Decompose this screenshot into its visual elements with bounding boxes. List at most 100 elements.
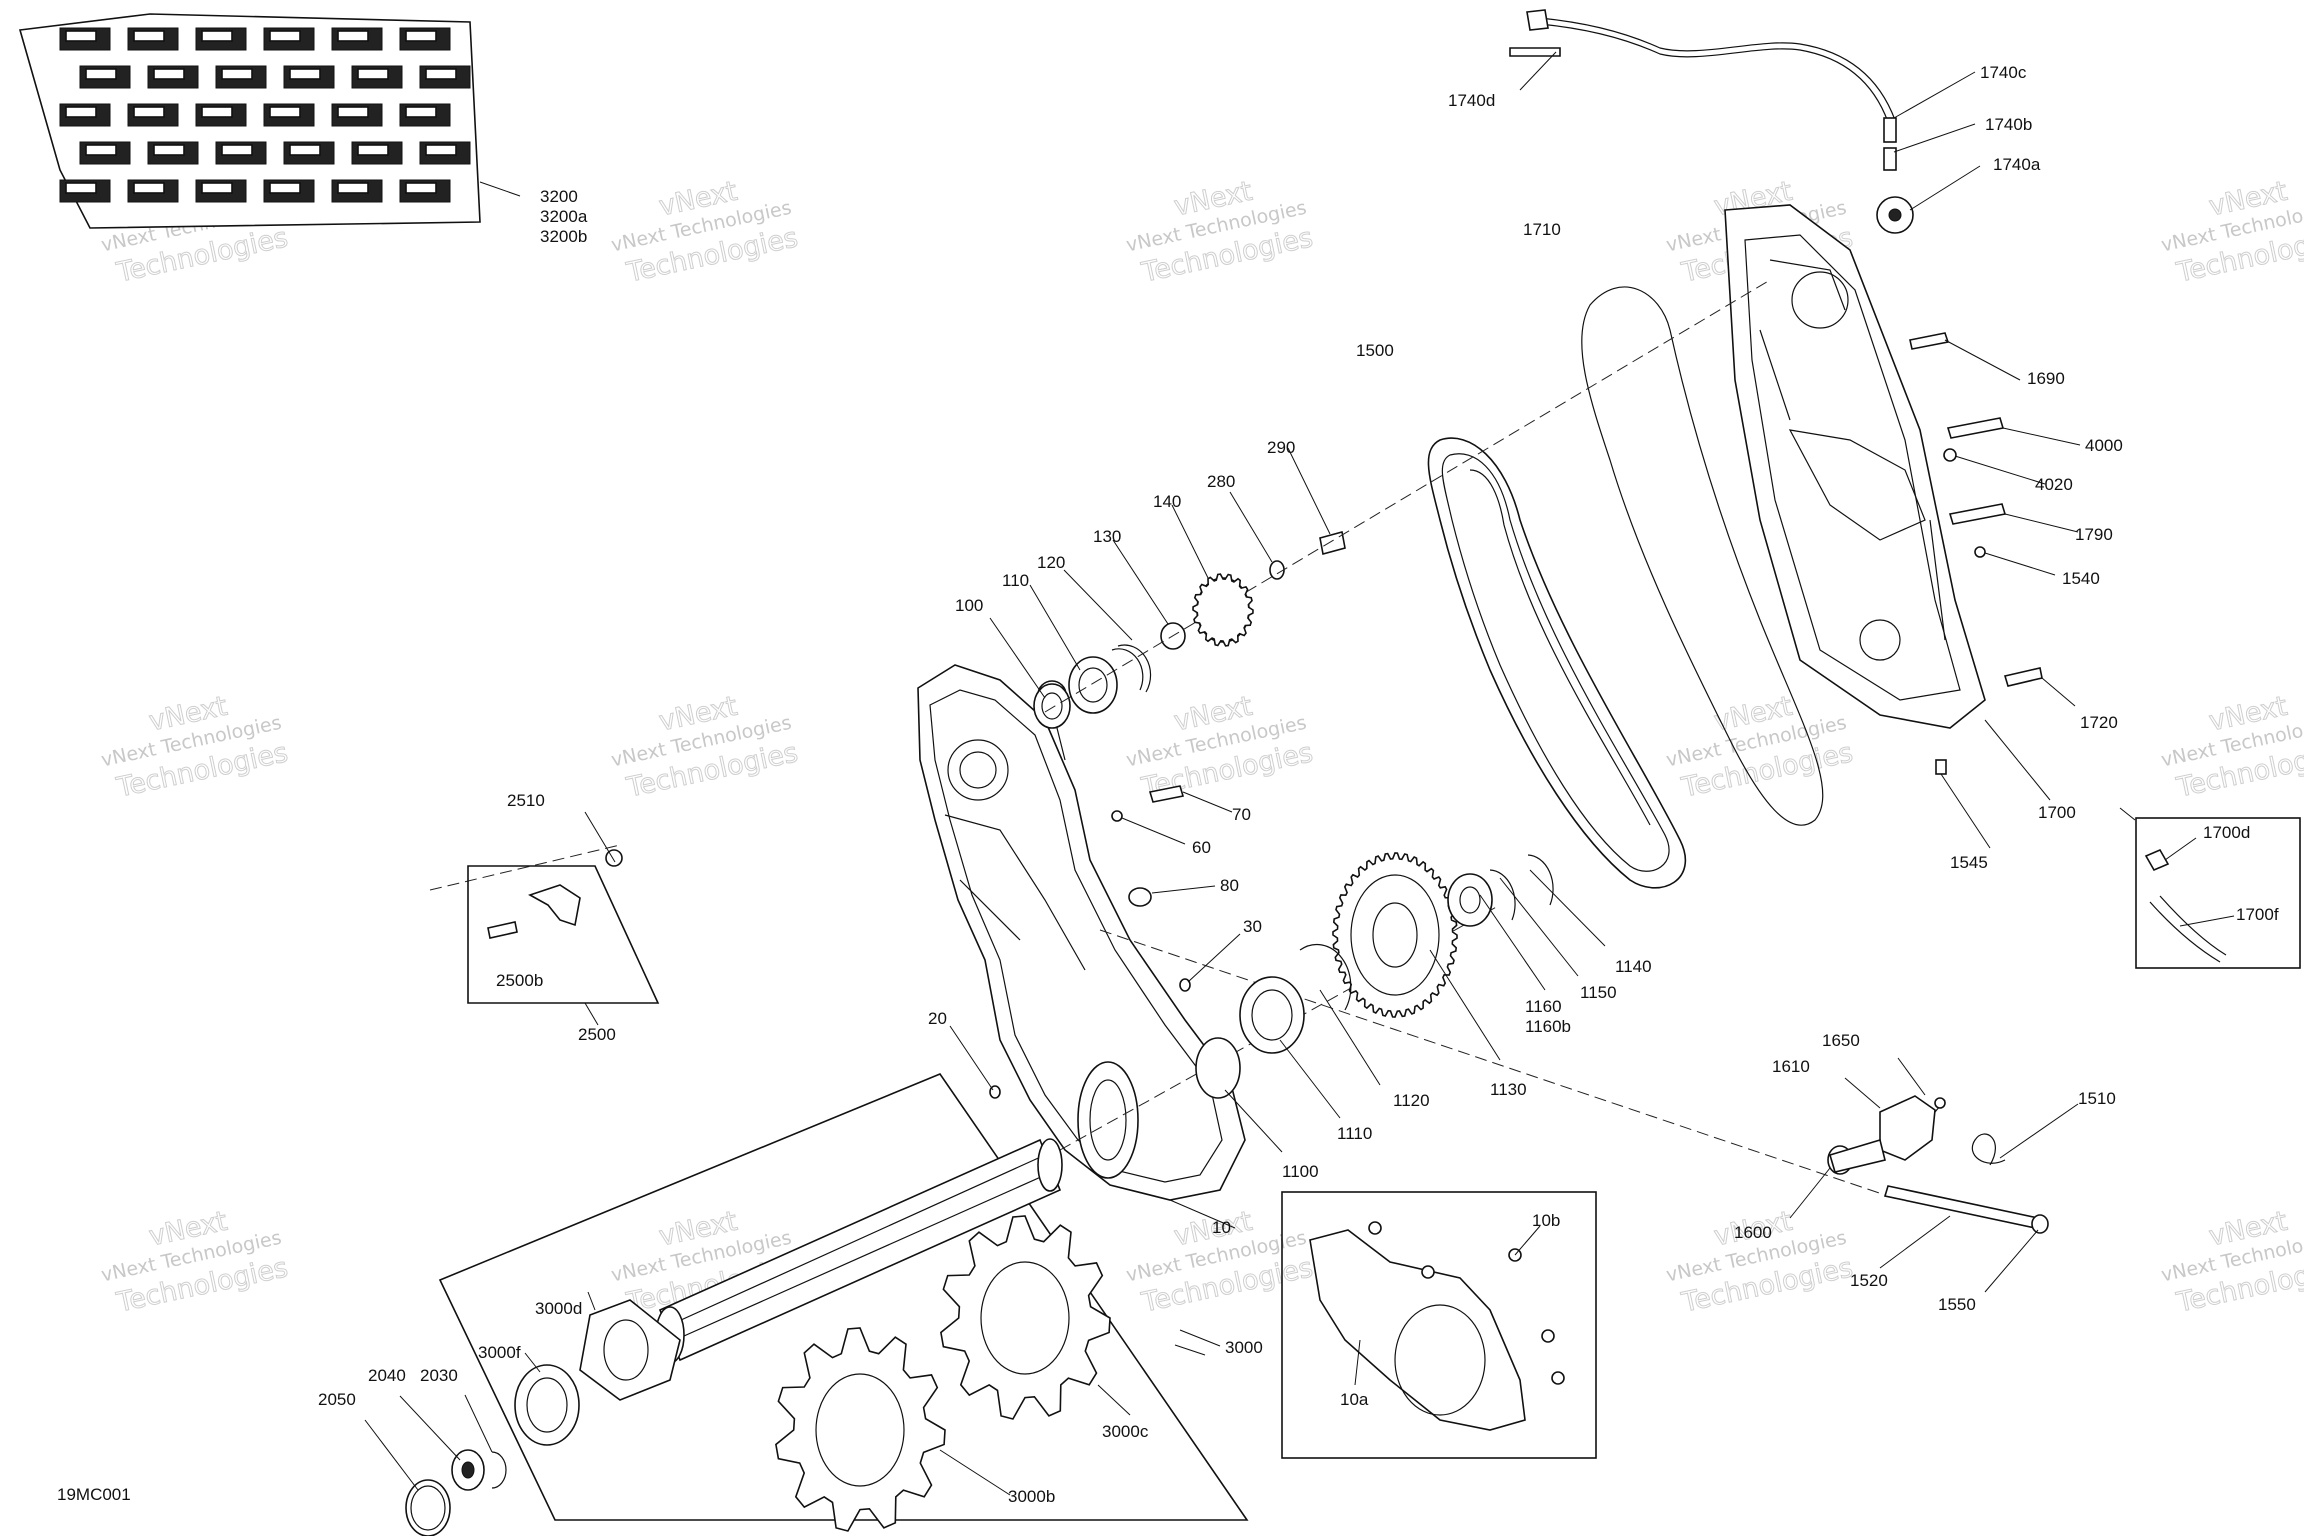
track-lug-face [201,106,233,118]
callout-20: 20 [928,1009,947,1028]
callout-1740a: 1740a [1993,155,2041,174]
callout-140: 140 [1153,492,1181,511]
tensioner-shaft [1879,1103,2079,1293]
callout-2030: 2030 [420,1366,458,1385]
track-lug-face [357,68,389,80]
callout-130: 130 [1093,527,1121,546]
track-lug-face [65,182,97,194]
track-lug-face [201,182,233,194]
track-lug-face [133,30,165,42]
callout-10: 10 [1212,1218,1231,1237]
track-lugs [59,27,471,203]
callout-1510: 1510 [2078,1089,2116,1108]
callout-1545: 1545 [1950,853,1988,872]
callout-1100: 1100 [1282,1162,1319,1181]
callout-1600: 1600 [1734,1223,1772,1242]
track-lug-face [337,106,369,118]
callout-4000: 4000 [2085,436,2123,455]
callout-2500b: 2500b [496,971,543,990]
drive-sprocket-teeth [940,1215,1111,1420]
callout-1140: 1140 [1615,957,1652,976]
track-lug-face [133,182,165,194]
callout-1160b: 1160b [1525,1017,1571,1036]
sprocket-3000b [775,1327,946,1532]
track-lug-face [289,68,321,80]
track-lug-face [425,144,457,156]
track-lug-face [269,30,301,42]
figure-code: 19MC001 [57,1485,131,1504]
track-lug-face [201,30,233,42]
callout-1550: 1550 [1938,1295,1976,1314]
callout-1700: 1700 [2038,803,2076,822]
drive-sprocket-bore [815,1373,905,1487]
track-lug-face [85,144,117,156]
callout-1690: 1690 [2027,369,2065,388]
callout-1500: 1500 [1356,341,1394,360]
callout-2500: 2500 [578,1025,616,1044]
track-lug-face [425,68,457,80]
track-lug-face [65,106,97,118]
callout-110: 110 [1002,571,1029,590]
callout-1150: 1150 [1580,983,1617,1002]
callout-4020: 4020 [2035,475,2073,494]
callout-1710: 1710 [1523,220,1561,239]
drive-sprocket-bore [980,1261,1070,1375]
callout-80: 80 [1220,876,1239,895]
callout-60: 60 [1192,838,1211,857]
track-lug-face [405,30,437,42]
callout-labels: 3200 3200a 3200b 1740d 1740c 1740b 1740a… [57,63,2279,1506]
callout-3000: 3000 [1225,1338,1263,1357]
detail-box-2500 [467,865,660,1004]
callout-290: 290 [1267,438,1295,457]
lower-sprocket-group [1195,852,1606,1153]
callout-1110: 1110 [1337,1124,1372,1143]
callout-1610: 1610 [1772,1057,1810,1076]
chaincase-cover [1724,196,1986,729]
upper-shaft-components [989,447,1346,729]
callout-1540: 1540 [2062,569,2100,588]
sprocket-teeth [1332,852,1458,1018]
callout-3000f: 3000f [478,1343,521,1362]
callout-100: 100 [955,596,983,615]
callout-1740d: 1740d [1448,91,1495,110]
sprocket-3000c [940,1215,1111,1420]
callout-1740c: 1740c [1980,63,2027,82]
track-lug-face [133,106,165,118]
callout-3200a: 3200a [540,207,588,226]
callout-30: 30 [1243,917,1262,936]
callout-1790: 1790 [2075,525,2113,544]
callout-1700f: 1700f [2236,905,2279,924]
callout-70: 70 [1232,805,1251,824]
cover-tab-detail [2144,837,2235,963]
callout-3000b: 3000b [1008,1487,1055,1506]
callout-1120: 1120 [1393,1091,1430,1110]
callout-1700d: 1700d [2203,823,2250,842]
callout-120: 120 [1037,553,1065,572]
track-lug-face [85,68,117,80]
track-lug-face [337,30,369,42]
track-lug-face [269,182,301,194]
gasket-detail [1309,1221,1565,1431]
sprocket-hub [1350,874,1440,996]
callout-2050: 2050 [318,1390,356,1409]
callout-10a: 10a [1340,1390,1369,1409]
callout-1740b: 1740b [1985,115,2032,134]
track-lug-face [405,182,437,194]
track-lug-face [221,68,253,80]
bracket-2500 [487,811,623,1026]
track-lug-face [65,30,97,42]
callout-3000d: 3000d [535,1299,582,1318]
callout-3200b: 3200b [540,227,587,246]
drive-sprocket-teeth [775,1327,946,1532]
detail-box-10 [1281,1191,1597,1459]
breather-hose [1509,9,1981,211]
track-lug-face [357,144,389,156]
